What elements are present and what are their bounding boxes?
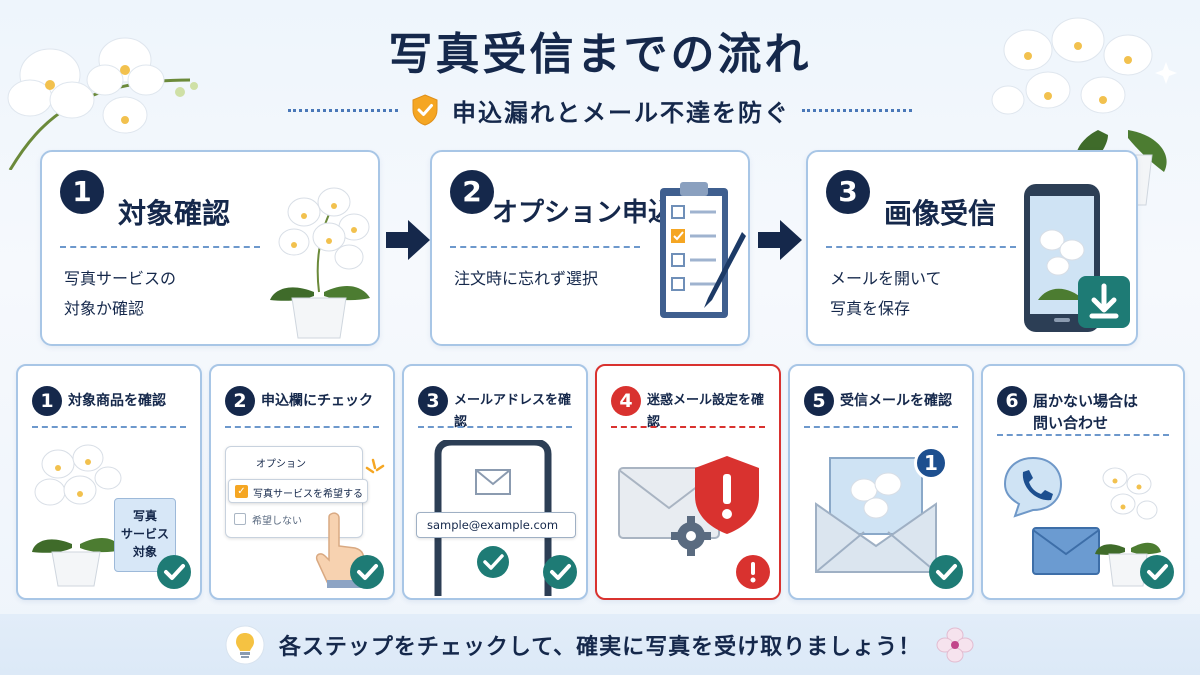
spam-warning-illustration bbox=[618, 456, 759, 556]
small-step-1-title: 対象商品を確認 bbox=[68, 393, 166, 409]
option-checked-label: 写真サービスを希望する bbox=[253, 489, 363, 500]
option-form-mock: オプション ✓ 写真サービスを希望する 希望しない bbox=[225, 446, 368, 538]
check-circle-icon bbox=[350, 555, 384, 589]
big-step-3-card: 3 画像受信 メールを開いて 写真を保存 bbox=[806, 150, 1138, 346]
big-step-2-card: 2 オプション申込 注文時に忘れず選択 bbox=[430, 150, 750, 346]
photo-service-tag-text: 写真 サービス 対象 bbox=[120, 509, 169, 559]
big-step-2-description: 注文時に忘れず選択 bbox=[454, 269, 599, 288]
small-step-3-card: 3 メールアドレスを確認 sample@example.com bbox=[402, 364, 588, 600]
option-unchecked-label: 希望しない bbox=[252, 516, 302, 527]
small-step-5-card: 5 受信メールを確認 1 bbox=[788, 364, 974, 600]
email-address-value: sample@example.com bbox=[427, 518, 559, 532]
small-step-6-separator bbox=[997, 434, 1169, 436]
dotted-divider-left bbox=[288, 108, 398, 112]
small-step-5-separator bbox=[804, 426, 958, 428]
small-step-5-title: 受信メールを確認 bbox=[840, 393, 952, 409]
small-step-2-number: 2 bbox=[225, 386, 255, 416]
open-envelope-photo-illustration bbox=[815, 457, 937, 573]
big-step-2-separator bbox=[450, 246, 640, 248]
big-step-3-number: 3 bbox=[826, 170, 870, 214]
orchid-pot-illustration bbox=[270, 187, 370, 339]
email-address-field[interactable]: sample@example.com bbox=[416, 512, 576, 538]
small-step-1-number: 1 bbox=[32, 386, 62, 416]
page-title: 写真受信までの流れ bbox=[388, 29, 812, 80]
orchid-pot-illustration bbox=[1095, 467, 1161, 587]
big-step-1-description: 写真サービスの 対象か確認 bbox=[64, 269, 177, 318]
envelope-icon bbox=[1032, 527, 1100, 575]
spark-icon bbox=[365, 458, 385, 474]
footer-message: 各ステップをチェックして、確実に写真を受け取りましょう！ bbox=[278, 634, 922, 660]
orchid-flower-icon bbox=[936, 627, 974, 662]
check-circle-icon bbox=[929, 555, 963, 589]
small-step-6-title: 届かない場合は 問い合わせ bbox=[1033, 392, 1139, 432]
footer-banner: 各ステップをチェックして、確実に写真を受け取りましょう！ bbox=[0, 614, 1200, 675]
big-step-2-number: 2 bbox=[450, 170, 494, 214]
option-checked-row[interactable]: ✓ 写真サービスを希望する bbox=[228, 479, 368, 503]
small-step-3-number: 3 bbox=[418, 386, 448, 416]
notification-badge: 1 bbox=[914, 446, 948, 480]
photo-service-tag: 写真 サービス 対象 bbox=[114, 498, 176, 572]
small-step-2-separator bbox=[225, 426, 379, 428]
checkbox-checked-icon: ✓ bbox=[235, 485, 248, 498]
phone-bubble-icon bbox=[1003, 456, 1063, 518]
notification-count: 1 bbox=[924, 451, 938, 475]
check-circle-icon bbox=[543, 555, 577, 589]
dotted-divider-right bbox=[802, 108, 912, 112]
small-step-5-number: 5 bbox=[804, 386, 834, 416]
subtitle-row: 申込漏れとメール不達を防ぐ bbox=[0, 90, 1200, 130]
subtitle: 申込漏れとメール不達を防ぐ bbox=[452, 98, 790, 127]
clipboard-checklist-illustration bbox=[660, 182, 746, 318]
orchid-pot-illustration bbox=[32, 444, 122, 587]
lightbulb-icon bbox=[225, 625, 265, 664]
alert-circle-icon bbox=[736, 555, 770, 589]
small-step-2-card: 2 申込欄にチェック オプション ✓ 写真サービスを希望する 希望しない bbox=[209, 364, 395, 600]
big-step-3-description: メールを開いて 写真を保存 bbox=[830, 269, 942, 318]
check-circle-icon bbox=[1140, 555, 1174, 589]
big-step-1-separator bbox=[60, 246, 260, 248]
small-step-2-title: 申込欄にチェック bbox=[261, 393, 373, 409]
arrow-right-icon bbox=[758, 220, 802, 260]
arrow-right-icon bbox=[386, 220, 430, 260]
small-step-6-number: 6 bbox=[997, 386, 1027, 416]
small-step-4-number: 4 bbox=[611, 386, 641, 416]
smartphone-download-illustration bbox=[1024, 184, 1130, 332]
small-step-1-card: 1 対象商品を確認 写真 サービス 対象 bbox=[16, 364, 202, 600]
big-step-3-title: 画像受信 bbox=[884, 197, 997, 230]
checkbox-unchecked-icon[interactable] bbox=[234, 513, 246, 525]
orchid-decoration-left bbox=[7, 37, 198, 170]
shield-check-icon bbox=[412, 94, 438, 126]
big-step-2-title: オプション申込 bbox=[492, 198, 675, 228]
big-step-1-card: 1 対象確認 写真サービスの 対象か確認 bbox=[40, 150, 380, 346]
option-heading: オプション bbox=[256, 459, 306, 470]
small-step-4-card: 4 迷惑メール設定を確認 bbox=[595, 364, 781, 600]
big-step-3-separator bbox=[826, 246, 1016, 248]
small-step-1-separator bbox=[32, 426, 186, 428]
big-step-1-title: 対象確認 bbox=[118, 197, 231, 230]
big-step-1-number: 1 bbox=[60, 170, 104, 214]
small-step-4-separator bbox=[611, 426, 765, 428]
small-step-6-card: 6 届かない場合は 問い合わせ bbox=[981, 364, 1185, 600]
small-step-3-separator bbox=[418, 426, 572, 428]
check-circle-icon bbox=[157, 555, 191, 589]
